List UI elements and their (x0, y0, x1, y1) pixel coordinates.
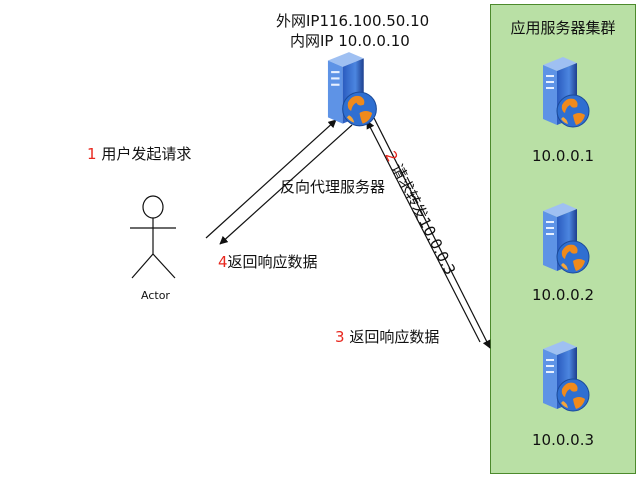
step-4-label: 4返回响应数据 (218, 253, 318, 271)
cluster-title: 应用服务器集群 (510, 19, 616, 37)
actor-label: Actor (141, 289, 170, 302)
step-3-label: 3 返回响应数据 (335, 328, 440, 346)
actor-icon (130, 195, 176, 279)
server-ip-3: 10.0.0.3 (531, 431, 595, 449)
arrow-response-proxy (366, 120, 481, 343)
app-server-cluster: 应用服务器集群 10.0.0.1 10.0.0.2 10.0.0.3 (490, 4, 636, 474)
proxy-external-ip: 外网IP116.100.50.10 (276, 12, 430, 30)
arrow-forward (373, 117, 491, 349)
server-ip-2: 10.0.0.2 (531, 286, 595, 304)
step-1-label: 1 用户发起请求 (87, 145, 192, 163)
web-server-icon (317, 50, 381, 130)
arrow-request (205, 119, 337, 239)
proxy-internal-ip: 内网IP 10.0.0.10 (290, 32, 410, 50)
server-ip-1: 10.0.0.1 (531, 147, 595, 165)
proxy-label: 反向代理服务器 (280, 178, 386, 196)
arrow-response-user (219, 124, 353, 245)
